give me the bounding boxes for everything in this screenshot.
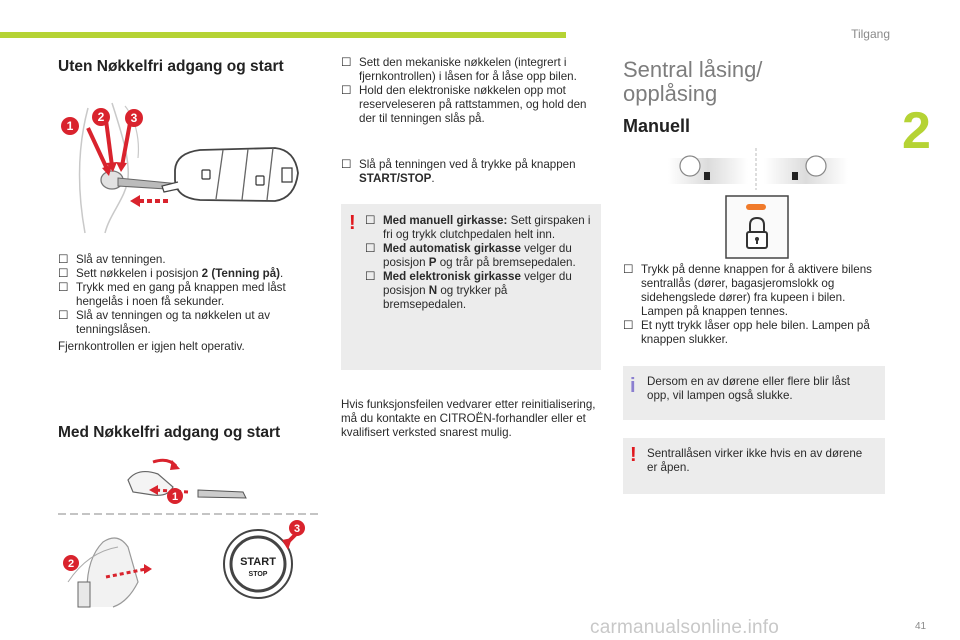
key-ignition-illustration: 1 2 3	[61, 102, 299, 234]
gearbox-warning-box: ! ☐Med manuell girkasse: Sett girspaken …	[341, 204, 601, 370]
checkbox-bullet-icon: ☐	[341, 158, 352, 171]
svg-text:3: 3	[294, 523, 300, 535]
callout-1: 1	[167, 488, 183, 504]
steering-wheel-icon	[679, 155, 701, 177]
svg-text:3: 3	[131, 111, 138, 125]
start-stop-button: START STOP	[223, 529, 293, 599]
checkbox-bullet-icon: ☐	[58, 309, 69, 322]
subsection-title: Manuell	[623, 116, 691, 136]
callout-1: 1	[61, 117, 79, 135]
callout-3: 3	[289, 520, 305, 536]
page-number: 41	[915, 621, 927, 632]
central-locking-illustration	[668, 148, 848, 259]
list-item: ☐Med manuell girkasse: Sett girspaken i …	[365, 214, 591, 241]
callout-3: 3	[125, 109, 143, 127]
checkbox-bullet-icon: ☐	[623, 319, 634, 332]
header-accent-bar	[0, 32, 566, 38]
steering-wheel-icon	[805, 155, 827, 177]
checkbox-bullet-icon: ☐	[365, 242, 376, 255]
checkbox-bullet-icon: ☐	[623, 263, 634, 276]
checkbox-bullet-icon: ☐	[58, 253, 69, 266]
exclamation-icon: !	[349, 212, 356, 234]
checkbox-bullet-icon: ☐	[58, 281, 69, 294]
info-box: i Dersom en av dørene eller flere blir l…	[623, 366, 885, 420]
svg-text:2: 2	[98, 110, 105, 124]
section-title: Tilgang	[851, 27, 890, 41]
lamp-indicator	[746, 204, 766, 210]
steps-with-keyless: ☐Sett den mekaniske nøkkelen (integrert …	[341, 56, 599, 126]
list-item: ☐Hold den elektroniske nøkkelen opp mot …	[341, 84, 587, 125]
checkbox-bullet-icon: ☐	[365, 214, 376, 227]
remote-operational-note: Fjernkontrollen er igjen helt operativ.	[58, 340, 245, 353]
unlock-icon	[255, 175, 265, 186]
list-item: ☐Slå på tenningen ved å trykke på knappe…	[341, 158, 576, 185]
info-icon: i	[630, 375, 636, 397]
callout-2: 2	[63, 555, 79, 571]
door-warning-box: ! Sentrallåsen virker ikke hvis en av dø…	[623, 438, 885, 494]
page-title: Sentral låsing/ opplåsing	[623, 57, 763, 106]
list-item: ☐Et nytt trykk låser opp hele bilen. Lam…	[623, 319, 870, 346]
watermark: carmanualsonline.info	[590, 617, 780, 638]
svg-text:START: START	[240, 556, 276, 568]
chapter-number: 2	[902, 102, 931, 160]
svg-text:2: 2	[68, 558, 74, 570]
list-item: ☐Trykk på denne knappen for å aktivere b…	[623, 263, 872, 318]
padlock-icon	[746, 216, 768, 249]
svg-text:1: 1	[67, 119, 74, 133]
list-item: ☐Sett den mekaniske nøkkelen (integrert …	[341, 56, 577, 83]
lock-icon	[201, 169, 211, 180]
checkbox-bullet-icon: ☐	[341, 84, 352, 97]
list-item: ☐Slå av tenningen.	[58, 253, 166, 266]
exclamation-icon: !	[630, 444, 637, 466]
heading-without-keyless: Uten Nøkkelfri adgang og start	[58, 58, 284, 75]
malfunction-note: Hvis funksjonsfeilen vedvarer etter rein…	[341, 398, 596, 439]
list-item: ☐Med automatisk girkasse velger du posis…	[365, 242, 576, 269]
svg-text:1: 1	[172, 491, 178, 503]
checkbox-bullet-icon: ☐	[341, 56, 352, 69]
steps-without-keyless: ☐Slå av tenningen. ☐Sett nøkkelen i posi…	[58, 253, 308, 337]
checkbox-bullet-icon: ☐	[365, 270, 376, 283]
list-item: ☐Sett nøkkelen i posisjon 2 (Tenning på)…	[58, 267, 284, 280]
list-item: ☐Slå av tenningen og ta nøkkelen ut av t…	[58, 309, 271, 336]
checkbox-bullet-icon: ☐	[58, 267, 69, 280]
callout-2: 2	[92, 108, 110, 126]
trunk-icon	[281, 167, 293, 183]
heading-with-keyless: Med Nøkkelfri adgang og start	[58, 424, 281, 441]
step-start-stop: ☐Slå på tenningen ved å trykke på knappe…	[341, 158, 599, 186]
list-item: ☐Med elektronisk girkasse velger du posi…	[365, 270, 572, 311]
keyless-start-illustration: 1 2 START STOP 3	[58, 458, 318, 608]
svg-text:STOP: STOP	[249, 571, 268, 578]
list-item: ☐Trykk med en gang på knappen med låst h…	[58, 281, 286, 308]
central-locking-steps: ☐Trykk på denne knappen for å aktivere b…	[623, 263, 885, 347]
